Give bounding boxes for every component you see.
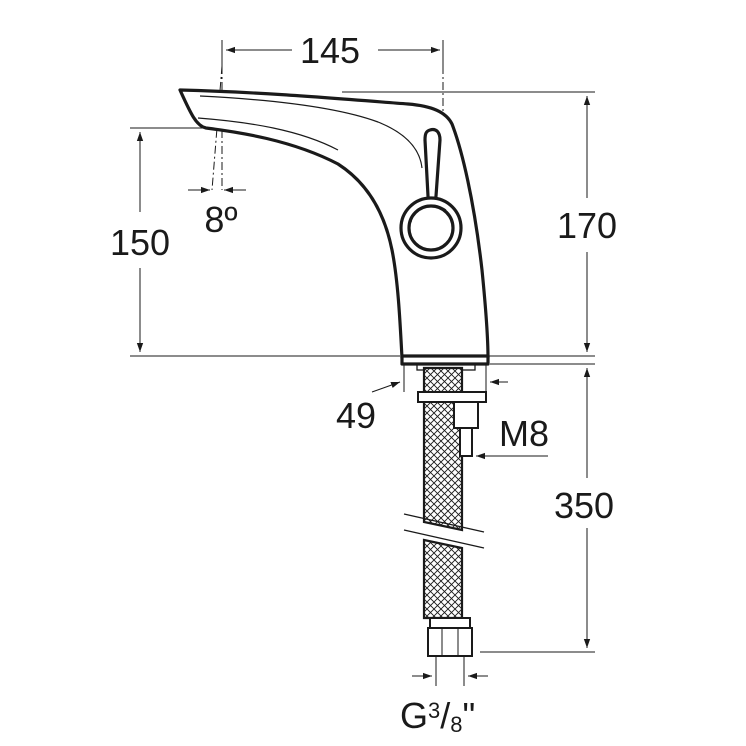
dimension-connection-thread: G3/8" (400, 656, 488, 737)
label-fixing-thread: M8 (476, 413, 549, 460)
dimension-outlet-angle: 8º (188, 186, 246, 240)
dimension-arrow-left (371, 381, 401, 393)
lever-ring-detail (410, 204, 447, 223)
connector-nut (427, 627, 473, 657)
fixing-washer (417, 391, 487, 403)
thread-numerator: 3 (428, 698, 440, 723)
spout-and-body-outline (178, 88, 490, 360)
dimension-label-170: 170 (557, 205, 617, 246)
centre-line-outlet-tilted (211, 65, 223, 191)
faucet-body (178, 88, 490, 366)
fixing-nut (453, 401, 479, 429)
dimension-overall-height: 170 (342, 91, 617, 357)
dimension-label-350: 350 (554, 485, 614, 526)
thread-denominator: 8 (450, 712, 462, 737)
lever-handle (423, 127, 442, 203)
dimension-spout-height: 150 (110, 127, 400, 357)
thread-suffix: " (463, 695, 476, 736)
dimension-label-150: 150 (110, 222, 170, 263)
flexible-hose (422, 366, 464, 532)
dimension-label-g38: G3/8" (400, 695, 475, 737)
dimension-label-49: 49 (336, 395, 376, 436)
dimension-spout-reach: 145 (221, 30, 444, 71)
connector-collar (429, 617, 471, 629)
dimension-label-angle: 8º (204, 199, 237, 240)
flexible-hose-lower (422, 538, 464, 620)
dimension-label-m8: M8 (499, 413, 549, 454)
lever-ring-inner (407, 204, 455, 252)
thread-slash: / (440, 695, 450, 736)
dimension-base-diameter: 49 (336, 364, 508, 436)
dimension-hose-length: 350 (480, 363, 614, 653)
thread-prefix: G (400, 695, 428, 736)
break-line-top (403, 513, 485, 533)
dimension-label-145: 145 (300, 30, 360, 71)
break-line-bottom (403, 529, 485, 549)
faucet-base (400, 354, 490, 366)
spout-top-highlight (199, 95, 423, 169)
fixing-assembly (403, 363, 487, 657)
spout-underside-line (197, 117, 339, 151)
